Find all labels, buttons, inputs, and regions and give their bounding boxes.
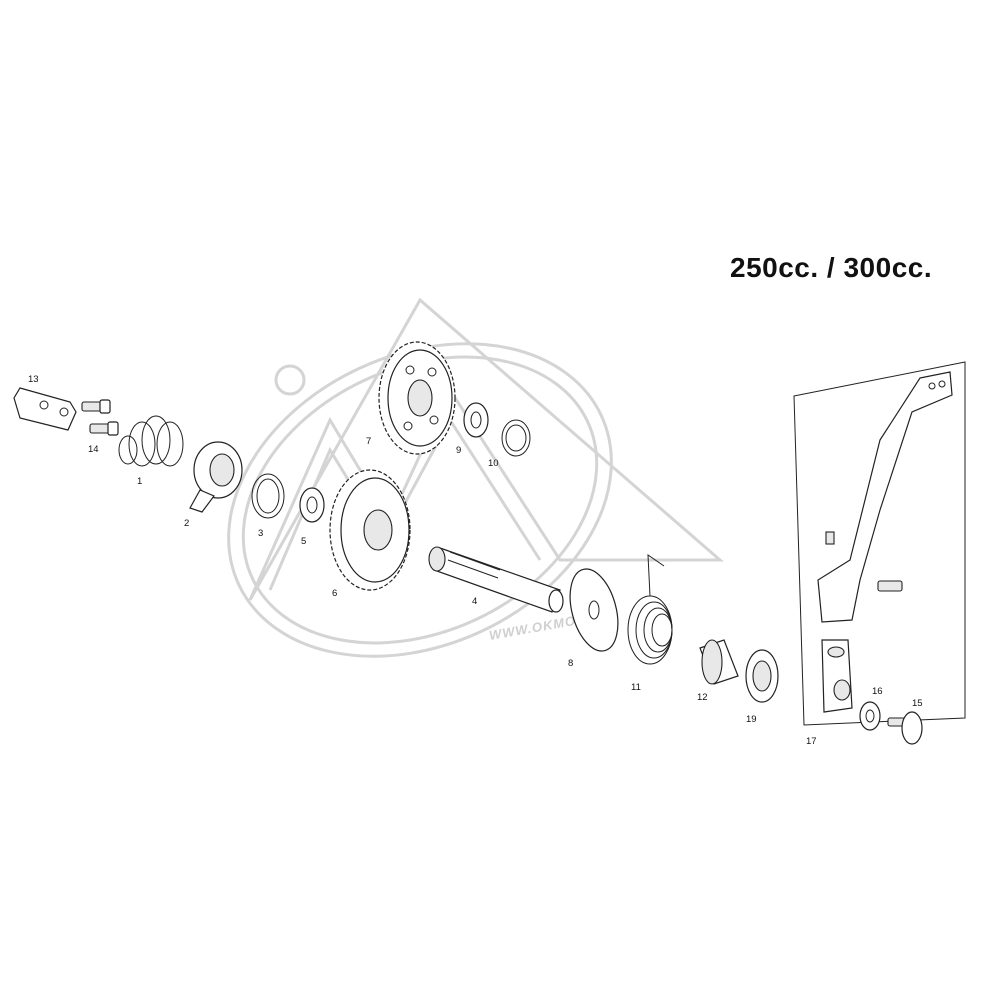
label-11: 11 — [631, 682, 641, 693]
part-7-gear — [378, 341, 456, 455]
part-11-spring — [627, 554, 673, 665]
label-5: 5 — [301, 536, 306, 547]
part-15-bolt — [887, 711, 923, 745]
label-1: 1 — [137, 476, 142, 487]
label-13: 13 — [28, 374, 39, 385]
part-14-bolt — [81, 399, 119, 436]
label-7: 7 — [366, 436, 371, 447]
label-3: 3 — [258, 528, 263, 539]
part-12-sleeve — [699, 639, 739, 685]
label-9: 9 — [456, 445, 461, 456]
part-6-gear — [329, 469, 411, 591]
part-17-kick-lever — [793, 361, 966, 726]
part-13-bracket — [13, 387, 77, 431]
part-9-washer — [463, 402, 489, 438]
label-10: 10 — [488, 458, 499, 469]
label-15: 15 — [912, 698, 923, 709]
label-8: 8 — [568, 658, 573, 669]
part-5-washer — [299, 487, 325, 523]
part-2-ratchet — [189, 441, 243, 513]
watermark-logo — [227, 297, 725, 658]
label-19: 19 — [746, 714, 757, 725]
part-16-washer — [859, 701, 881, 731]
label-4: 4 — [472, 596, 477, 607]
part-3-circlip — [251, 473, 285, 519]
label-2: 2 — [184, 518, 189, 529]
label-14: 14 — [88, 444, 99, 455]
label-17: 17 — [806, 736, 817, 747]
part-19-bearing — [745, 649, 779, 703]
label-12: 12 — [697, 692, 708, 703]
diagram-title: 250cc. / 300cc. — [730, 252, 933, 283]
part-labels: 13 14 1 2 3 5 6 7 9 10 4 8 11 12 19 17 1… — [28, 374, 923, 747]
label-6: 6 — [332, 588, 337, 599]
part-8-washer — [569, 568, 619, 652]
part-10-circlip — [501, 419, 531, 457]
part-4-shaft — [428, 546, 564, 613]
part-1-spring — [118, 415, 184, 467]
label-16: 16 — [872, 686, 883, 697]
